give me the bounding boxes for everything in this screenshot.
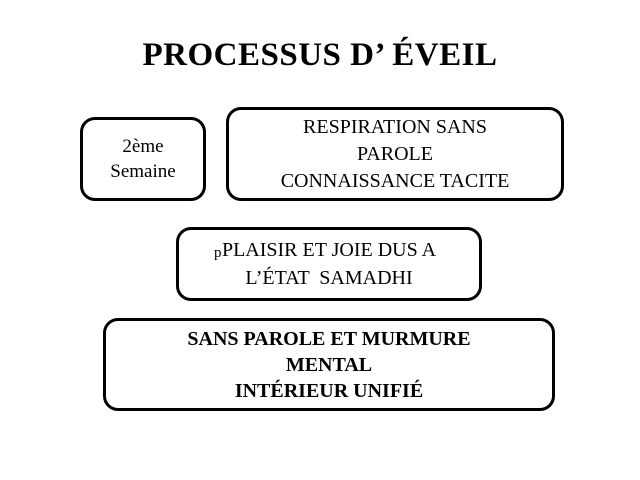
box-sansparole[interactable]: SANS PAROLE ET MURMURE MENTAL INTÉRIEUR … — [103, 318, 555, 411]
box-respiration[interactable]: RESPIRATION SANS PAROLE CONNAISSANCE TAC… — [226, 107, 564, 201]
box-plaisir-line-2: L’ÉTAT SAMADHI — [245, 267, 413, 289]
box-respiration-line-3: CONNAISSANCE TACITE — [280, 169, 510, 192]
box-respiration-line-1: RESPIRATION SANS — [303, 115, 487, 138]
box-semaine-line-2: Semaine — [110, 161, 176, 182]
box-semaine-line-1: 2ème — [122, 136, 164, 157]
box-plaisir-line-1: PLAISIR ET JOIE DUS A — [221, 239, 437, 261]
box-sansparole-line-2: MENTAL — [285, 353, 373, 376]
box-plaisir[interactable]: PLAISIR ET JOIE DUS A L’ÉTAT SAMADHI — [176, 227, 482, 301]
box-sansparole-line-3: INTÉRIEUR UNIFIÉ — [234, 379, 424, 402]
box-semaine[interactable]: 2ème Semaine — [80, 117, 206, 201]
box-sansparole-line-1: SANS PAROLE ET MURMURE — [187, 327, 471, 350]
page-title: PROCESSUS D’ ÉVEIL — [142, 37, 498, 73]
stray-glyph-artifact: p — [214, 245, 222, 261]
box-respiration-line-2: PAROLE — [357, 142, 433, 165]
